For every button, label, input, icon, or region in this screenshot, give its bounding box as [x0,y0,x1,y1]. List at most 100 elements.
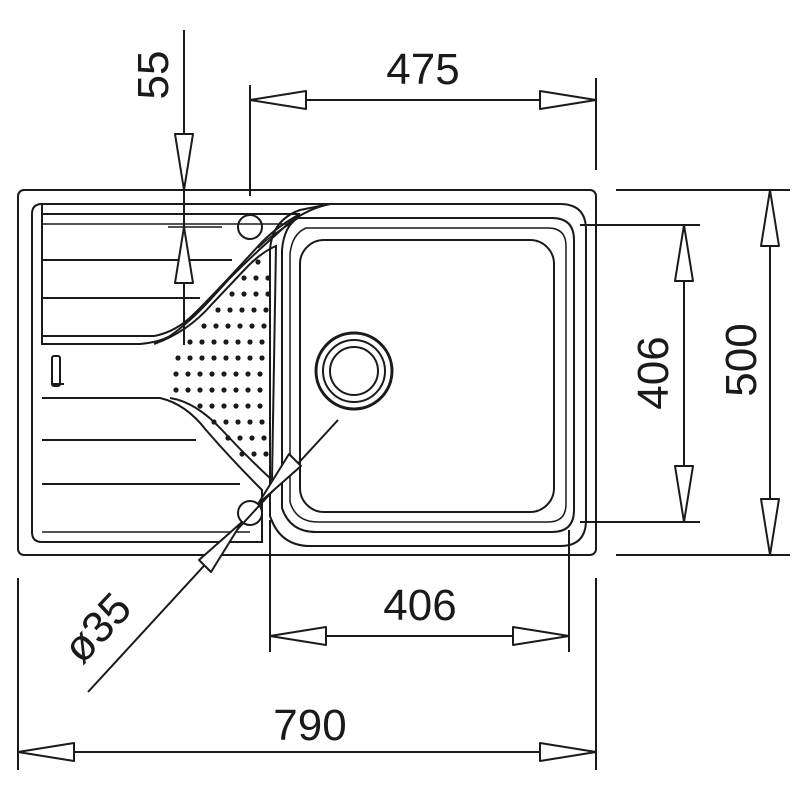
dim-475-arrow-right [539,90,597,110]
strainer-perforations [173,259,271,457]
strainer-dot [173,387,179,393]
strainer-dot [257,387,263,393]
dim-35-arrow-upper [257,453,302,505]
sink-bowl [269,203,587,547]
drain-outer [314,331,394,411]
sink-body [17,189,597,556]
strainer-dot [197,387,203,393]
strainer-dot [263,451,269,457]
strainer-dot [253,291,259,297]
dim-55-arrow-bottom [174,226,194,284]
dim-406h-arrow-right [512,626,570,646]
dim-tap-offset-y: 55 [129,30,194,345]
dim-790-arrow-left [17,742,75,762]
dim-bowl-width: 406 [269,520,570,652]
strainer-dot [259,339,265,345]
dim-406v-arrow-top [674,224,694,282]
strainer-dot [223,355,229,361]
dim-500-arrow-top [760,189,780,247]
strainer-dot [241,291,247,297]
dim-406v-label: 406 [629,336,678,409]
strainer-dot [245,403,251,409]
strainer-dot [257,371,263,377]
strainer-dot [237,435,243,441]
drainer-outline [31,203,263,543]
strainer-dot [233,403,239,409]
strainer-dot [227,307,233,313]
bowl-outer [269,203,587,547]
drainer-inner-edge-top [42,223,293,249]
dim-overall-width: 790 [17,578,597,770]
dim-790-arrow-right [539,742,597,762]
strainer-dot [251,451,257,457]
strainer-dot [223,339,229,345]
strainer-dot [241,275,247,281]
strainer-dot [239,307,245,313]
dim-55-arrow-top [174,133,194,191]
strainer-dot [261,435,267,441]
tap-hole-lower [237,500,263,526]
strainer-dot [209,403,215,409]
dim-406h-label: 406 [383,581,456,630]
dim-35-label: ø35 [54,584,142,673]
strainer-dot [197,403,203,409]
strainer-dot [259,355,265,361]
strainer-dot [245,371,251,377]
strainer-dot [185,387,191,393]
strainer-dot [247,355,253,361]
bowl-inner-1 [281,217,575,533]
strainer-dot [199,355,205,361]
bowl-inner-2 [289,227,567,523]
tap-hole-upper [237,214,263,240]
bowl-floor [299,239,555,513]
tap-holes [168,214,263,526]
strainer-dot [223,419,229,425]
strainer-dot [201,323,207,329]
dim-475-label: 475 [386,45,459,94]
strainer-dot [211,339,217,345]
strainer-area-outline [153,244,278,483]
overflow-slot [51,355,61,387]
dim-bowl-depth: 406 [580,224,700,523]
strainer-dot [211,355,217,361]
dim-tap-offset-x: 475 [249,45,597,196]
strainer-dot [247,419,253,425]
strainer-dot [253,275,259,281]
strainer-dot [235,355,241,361]
strainer-dot [187,339,193,345]
strainer-dot [215,307,221,313]
strainer-dot [257,403,263,409]
strainer-dot [229,291,235,297]
strainer-dot [251,307,257,313]
strainer-dot [259,419,265,425]
dim-55-label: 55 [129,51,178,100]
drain-inner [329,346,379,396]
sink-inner-rim [41,203,331,345]
strainer-dot [185,371,191,377]
strainer-dot [187,355,193,361]
dim-406h-arrow-left [269,626,327,646]
strainer-dot [235,339,241,345]
drainer-outline-upper [42,213,301,337]
strainer-dot [175,355,181,361]
strainer-dot [173,371,179,377]
dim-500-arrow-bottom [760,498,780,556]
strainer-dot [247,339,253,345]
sink-outer-rim [17,189,597,556]
strainer-dot [261,323,267,329]
strainer-dot [225,435,231,441]
strainer-dot [233,387,239,393]
strainer-dot [263,307,269,313]
strainer-dot [209,371,215,377]
dim-406v-arrow-bottom [674,465,694,523]
strainer-dot [221,387,227,393]
strainer-dot [197,371,203,377]
dim-overall-depth: 500 [616,189,790,556]
strainer-dot [249,435,255,441]
strainer-dot [209,387,215,393]
strainer-dot [255,259,261,265]
drain-ring [322,339,386,403]
dim-475-arrow-left [249,90,307,110]
dim-35-arrow-lower [198,521,243,573]
